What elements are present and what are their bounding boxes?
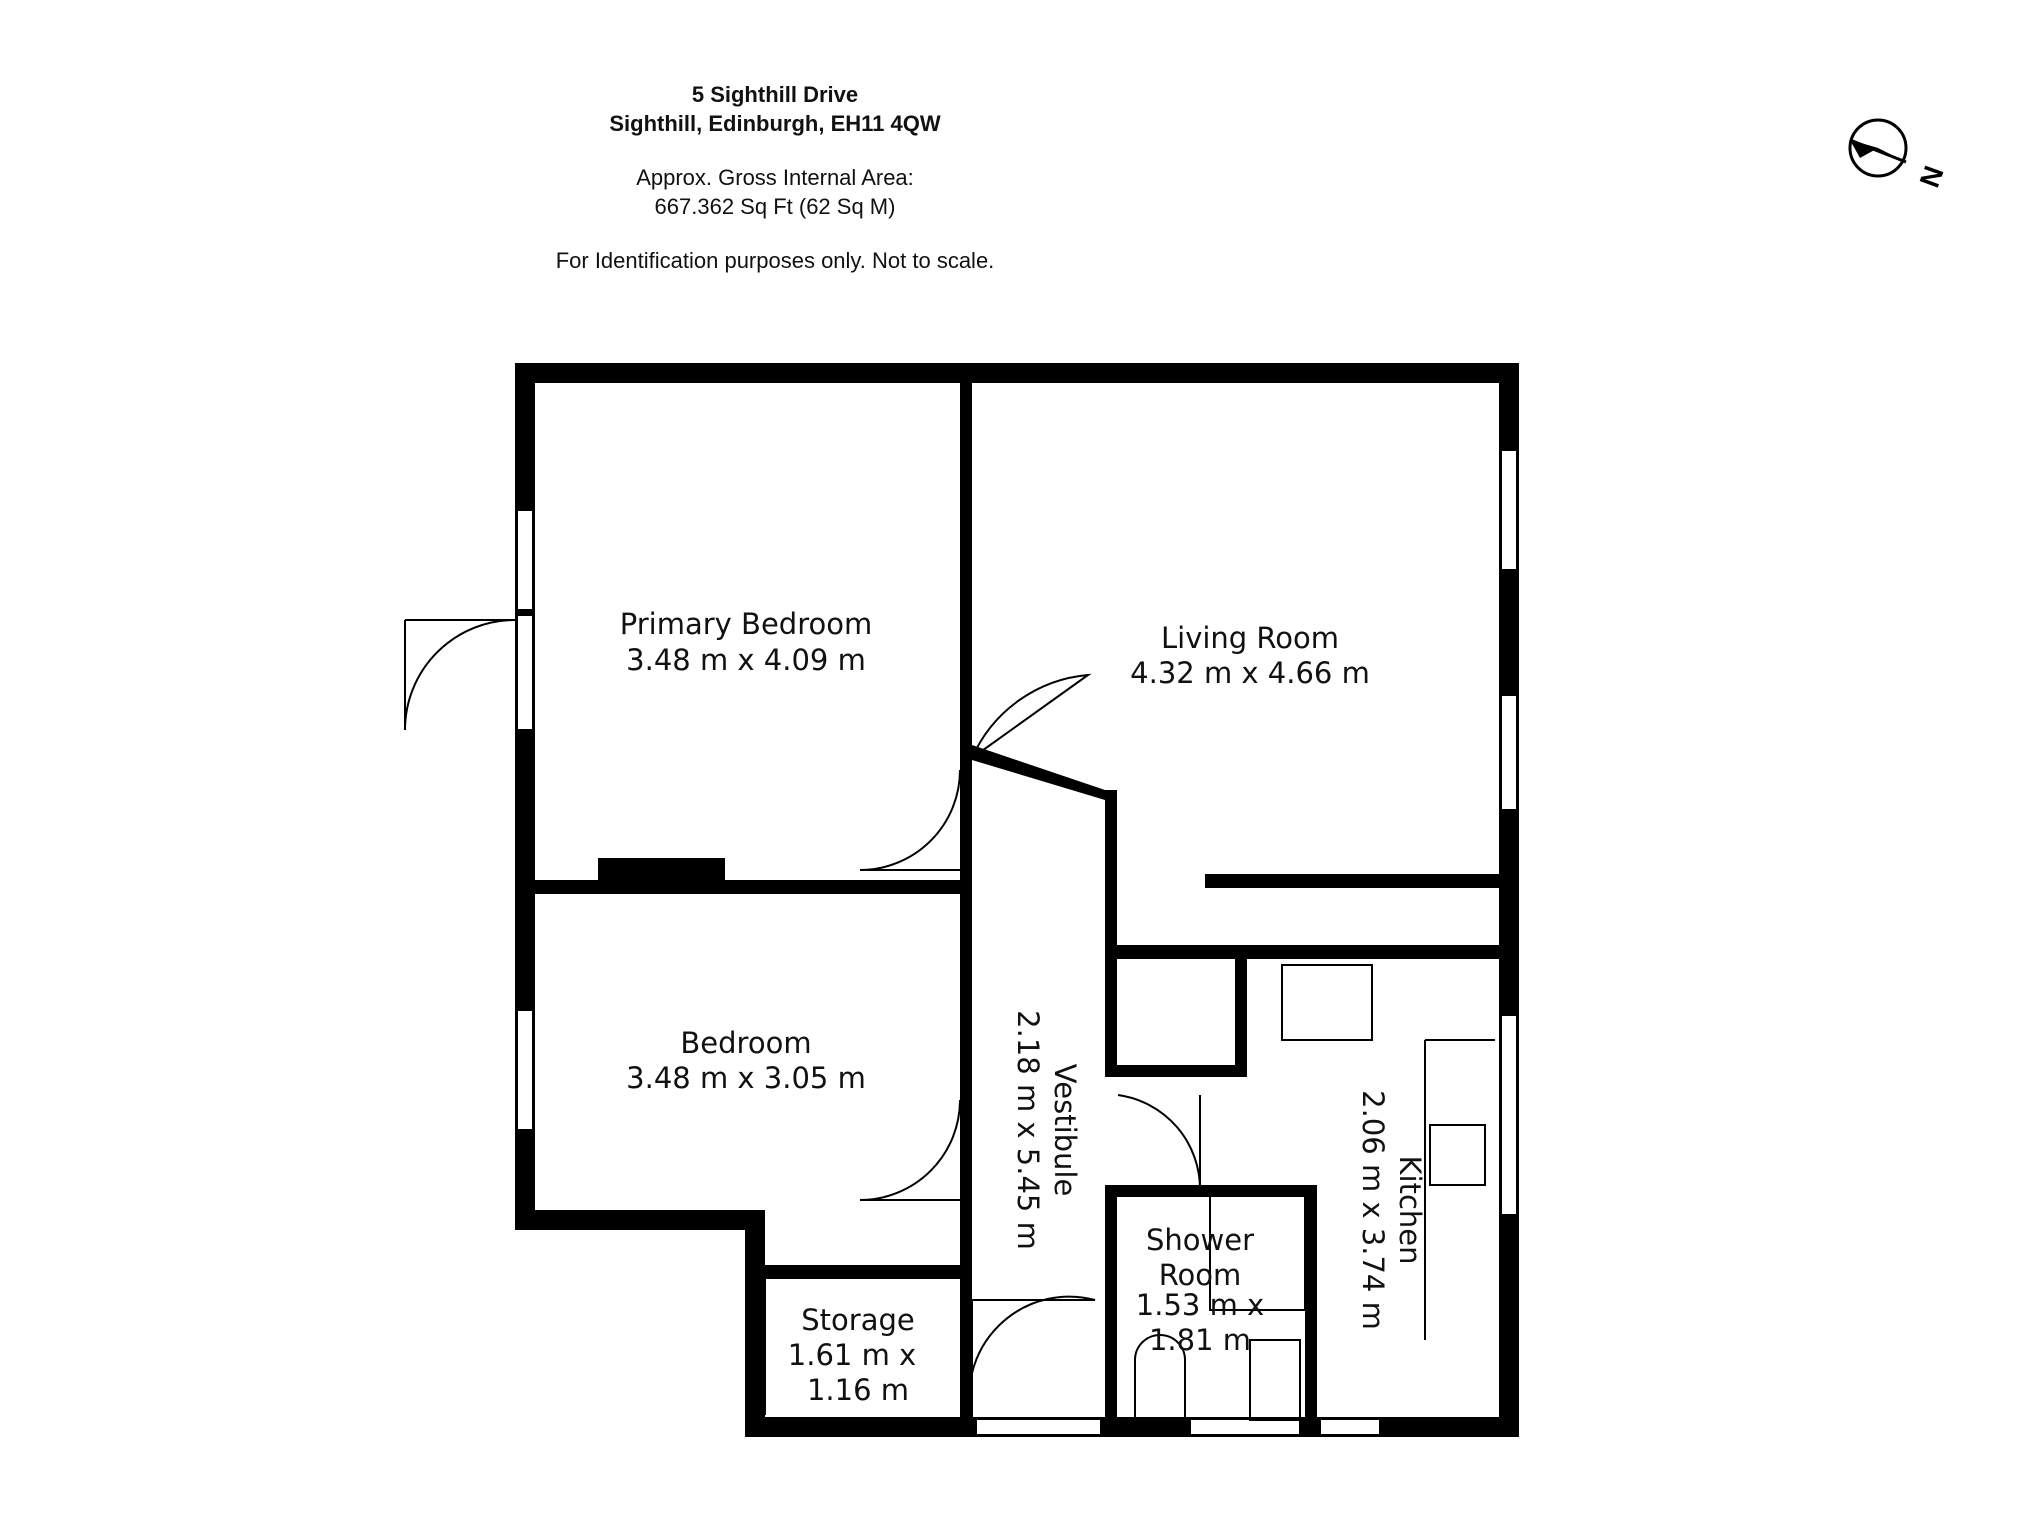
area-label: Approx. Gross Internal Area: [636,165,914,190]
vestibule-angled-wall [972,745,1105,800]
living-room-size: 4.32 m x 4.66 m [1130,656,1370,690]
address-line-1: 5 Sighthill Drive [691,82,859,107]
basin-icon [1249,1339,1301,1421]
living-room-name: Living Room [1161,621,1339,655]
sink-icon [1429,1124,1486,1186]
plan-header: 5 Sighthill Drive Sighthill, Edinburgh, … [0,80,1550,275]
toilet-icon [1134,1334,1186,1421]
hob-icon [1281,964,1373,1041]
living-door [971,673,1092,759]
shower-room-name-2: Room [1159,1258,1242,1292]
storage-size-2: 1.16 m [807,1373,909,1407]
bedroom-door [859,769,961,871]
vestibule-size: 2.18 m x 5.45 m [1011,1010,1045,1250]
vestibule-name: Vestibule [1048,1064,1082,1197]
bedroom-size: 3.48 m x 3.05 m [626,1061,866,1095]
bedroom-name: Bedroom [680,1026,811,1060]
disclaimer: For Identification purposes only. Not to… [555,248,995,273]
storage-size-1: 1.61 m x [788,1338,916,1372]
front-door [404,619,516,731]
shower-door [1117,1094,1202,1191]
interior-walls [532,380,1513,1425]
bedroom2-door [859,1099,961,1201]
north-arrow-icon: N [1848,118,1950,191]
address-line-2: Sighthill, Edinburgh, EH11 4QW [609,111,941,136]
windows [516,449,1518,1436]
storage-divider [762,1270,766,1415]
fixtures [1134,964,1495,1421]
kitchen-size: 2.06 m x 3.74 m [1356,1090,1390,1330]
shower-room-name-1: Shower [1146,1223,1254,1257]
room-labels: Primary Bedroom 3.48 m x 4.09 m Living R… [620,607,1427,1407]
storage-name: Storage [801,1303,914,1337]
shower-room-size-2: 1.81 m [1149,1323,1251,1357]
vestibule-entrance-door [968,1295,1096,1421]
primary-bedroom-name: Primary Bedroom [620,607,872,641]
area-value: 667.362 Sq Ft (62 Sq M) [654,194,896,219]
shower-tray-icon [1209,1189,1306,1311]
kitchen-name: Kitchen [1393,1156,1427,1265]
doors [404,619,1202,1421]
primary-bedroom-size: 3.48 m x 4.09 m [626,643,866,677]
shower-room-size-1: 1.53 m x [1136,1288,1264,1322]
